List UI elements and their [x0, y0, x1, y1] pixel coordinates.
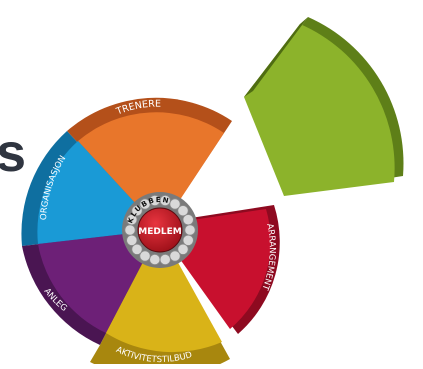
hub-bead: [131, 205, 143, 217]
hub-bead: [149, 253, 161, 266]
hub-bead: [131, 243, 143, 255]
hub-bead: [182, 234, 194, 246]
hub-bead-ring: [124, 194, 196, 266]
hub-bead: [126, 214, 138, 226]
hub-bead: [159, 194, 171, 207]
segment-aktivitetstilbud: AKTIVITETSTILBUD: [90, 230, 230, 369]
hub-label: MEDLEM: [138, 227, 181, 237]
segment-trenere: TRENERE: [67, 97, 232, 231]
hub-bead: [169, 198, 181, 210]
hub-bead: [169, 250, 181, 262]
hub-bead: [126, 234, 138, 246]
hub-bead: [177, 205, 189, 217]
cropped-heading-letter: s: [0, 123, 27, 183]
hub-bead: [182, 214, 194, 226]
segment-ledelse: LEDELSE: [244, 17, 411, 196]
hub-bead: [139, 198, 151, 210]
hub-bead: [139, 250, 151, 262]
hub-bead: [124, 224, 136, 236]
hub-bead: [159, 253, 171, 266]
center-hub: KLUBBEN MEDLEM: [122, 192, 198, 268]
hub-bead: [177, 243, 189, 255]
hub-bead: [184, 224, 196, 236]
